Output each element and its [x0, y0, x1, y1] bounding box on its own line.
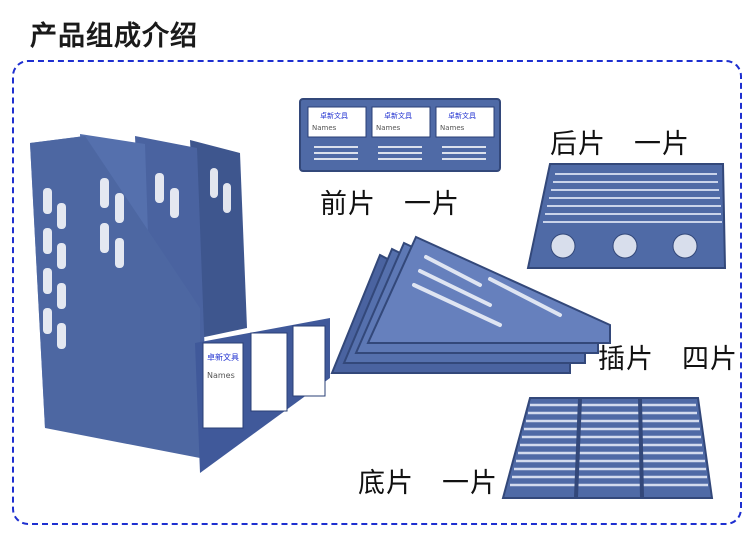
bottom-piece-image — [501, 397, 714, 499]
label-bottom-piece: 底片 一片 — [358, 468, 498, 499]
svg-text:卓新文具: 卓新文具 — [207, 352, 239, 362]
insert-slots — [412, 255, 562, 327]
insert-stack — [330, 235, 611, 374]
svg-text:Names: Names — [207, 371, 235, 380]
bottom-ribs — [574, 398, 644, 498]
dashed-frame — [12, 60, 742, 525]
label-back-piece: 后片 一片 — [550, 129, 690, 160]
back-holes — [550, 233, 698, 259]
holder-front-panel: 卓新文具 Names — [195, 318, 330, 473]
front-name-cards: 卓新文具 Names 卓新文具 Names 卓新文具 Names — [307, 106, 495, 138]
holder-back-panels — [30, 134, 247, 458]
page-title: 产品组成介绍 — [30, 21, 198, 52]
holder-slots — [43, 168, 231, 349]
assembled-file-holder-image: 卓新文具 Names — [30, 134, 330, 473]
svg-text:卓新文具: 卓新文具 — [448, 111, 476, 120]
svg-text:Names: Names — [312, 124, 337, 132]
back-piece-image — [526, 163, 727, 269]
front-slots — [314, 146, 486, 160]
svg-text:卓新文具: 卓新文具 — [320, 111, 348, 120]
svg-text:卓新文具: 卓新文具 — [384, 111, 412, 120]
bottom-grille — [510, 403, 708, 487]
svg-text:Names: Names — [376, 124, 401, 132]
svg-text:Names: Names — [440, 124, 465, 132]
back-grille — [543, 173, 722, 223]
label-front-piece: 前片 一片 — [320, 189, 460, 220]
label-insert-piece: 插片 四片 — [598, 344, 738, 375]
insert-pieces-image — [330, 235, 611, 374]
front-piece-image: 卓新文具 Names 卓新文具 Names 卓新文具 Names — [299, 98, 501, 172]
